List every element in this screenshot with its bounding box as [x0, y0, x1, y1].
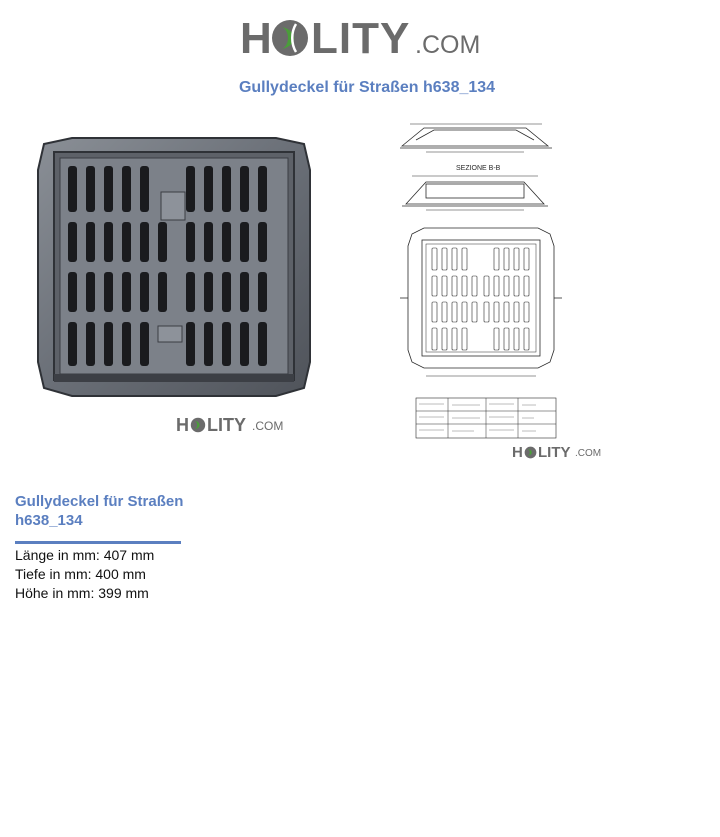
logo-globe-icon [190, 417, 206, 433]
spec-list: Länge in mm: 407 mm Tiefe in mm: 400 mm … [15, 546, 154, 603]
logo-text: LITY [311, 14, 411, 63]
product-name: Gullydeckel für Straßen h638_134 [15, 493, 184, 529]
holity-logo[interactable]: H LITY .COM [240, 14, 480, 64]
spec-depth: Tiefe in mm: 400 mm [15, 566, 146, 582]
logo-globe-icon [524, 446, 537, 459]
product-photo [37, 137, 311, 397]
logo-globe-icon [272, 20, 308, 56]
section-label: SEZIONE B-B [456, 165, 501, 172]
photo-watermark-logo: H LITY .COM [176, 415, 284, 435]
logo-suffix: .COM [415, 31, 481, 59]
logo-letter-h: H [240, 14, 273, 63]
spec-length: Länge in mm: 407 mm [15, 547, 155, 563]
technical-drawing: SEZIONE B-B [400, 123, 562, 439]
title-divider [15, 541, 181, 544]
page-title: Gullydeckel für Straßen h638_134 [238, 79, 496, 96]
spec-height: Höhe in mm: 399 mm [15, 585, 149, 601]
drawing-watermark-logo: H LITY .COM [512, 444, 602, 461]
